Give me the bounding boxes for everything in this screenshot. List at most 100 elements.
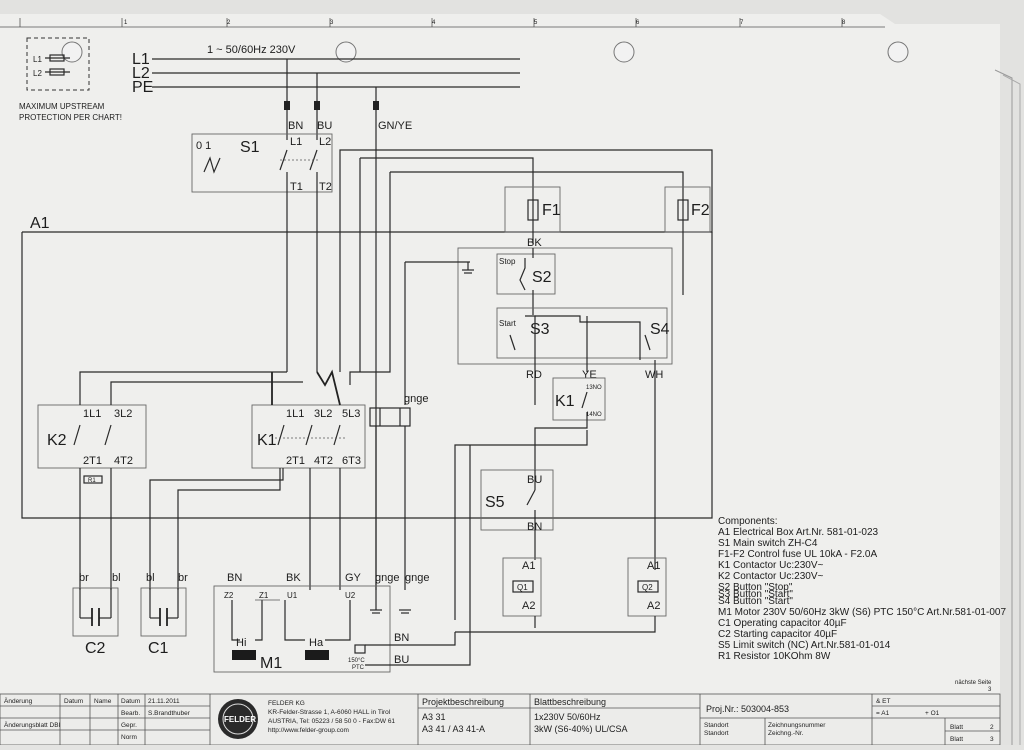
tb-sheet-value: 2 bbox=[990, 724, 994, 731]
wire-ye: YE bbox=[582, 369, 597, 381]
tb-gepr-label: Gepr. bbox=[121, 722, 137, 729]
s4-label: S4 bbox=[650, 321, 670, 338]
q1-label: Q1 bbox=[517, 583, 528, 592]
k1-aux-label: K1 bbox=[555, 393, 575, 410]
f2-fuse-box bbox=[664, 186, 711, 233]
tb-a1: = A1 bbox=[876, 710, 890, 717]
wire-bu: BU bbox=[317, 120, 332, 132]
m1-ha: Ha bbox=[309, 637, 324, 649]
m1-u2: U2 bbox=[345, 591, 356, 600]
m1-hi: Hi bbox=[236, 637, 246, 649]
component-f1f2: F1-F2 Control fuse UL 10kA - F2.0A bbox=[718, 549, 877, 560]
protection-note-2: PROTECTION PER CHART! bbox=[19, 113, 122, 122]
k1-14no: 14NO bbox=[586, 412, 602, 418]
punch-hole bbox=[887, 41, 909, 63]
q2-a2: A2 bbox=[647, 600, 660, 612]
next-page-label: nächste Seite bbox=[955, 680, 992, 686]
q1-a2: A2 bbox=[522, 600, 535, 612]
k2-2t1: 2T1 bbox=[83, 455, 102, 467]
ruler-7: 7 bbox=[740, 20, 744, 26]
wire-gnge-3: gnge bbox=[405, 572, 429, 584]
s1-t1: T1 bbox=[290, 181, 303, 193]
components-title: Components: bbox=[718, 516, 777, 527]
s1-l1: L1 bbox=[290, 136, 302, 148]
component-k2: K2 Contactor Uc:230V~ bbox=[718, 571, 823, 582]
m1-z1: Z1 bbox=[259, 591, 269, 600]
component-m1: M1 Motor 230V 50/60Hz 3kW (S6) PTC 150°C… bbox=[718, 607, 1006, 618]
ruler-5: 5 bbox=[534, 20, 538, 26]
wire-m-gy: GY bbox=[345, 572, 362, 584]
component-s4: S4 Button "Start" bbox=[718, 596, 793, 607]
ruler-3: 3 bbox=[330, 20, 334, 26]
f2-label: F2 bbox=[691, 202, 710, 219]
components-legend: Components: A1 Electrical Box Art.Nr. 58… bbox=[718, 516, 1006, 662]
s3-s4-start-buttons[interactable] bbox=[496, 307, 668, 359]
tb-rev-sheet: Änderungsblatt DBI bbox=[4, 721, 61, 729]
q2-relay bbox=[627, 557, 667, 617]
component-c2: C2 Starting capacitor 40µF bbox=[718, 629, 837, 640]
f1-label: F1 bbox=[542, 202, 561, 219]
wire-gnge-1: gnge bbox=[404, 393, 428, 405]
m1-ptc-temp: 150°C bbox=[348, 658, 365, 664]
s1-t2: T2 bbox=[319, 181, 332, 193]
component-s2: S2 Button "Stop" bbox=[718, 582, 793, 593]
k2-1l1: 1L1 bbox=[83, 408, 101, 420]
k1-label: K1 bbox=[257, 432, 277, 449]
k1-2t1: 2T1 bbox=[286, 455, 305, 467]
protection-note-1: MAXIMUM UPSTREAM bbox=[19, 102, 105, 111]
s3-start-label: Start bbox=[499, 319, 517, 328]
wire-gnye: GN/YE bbox=[378, 120, 412, 132]
tb-sheet-desc-2: 3kW (S6-40%) UL/CSA bbox=[534, 724, 628, 734]
tb-sheets-value: 3 bbox=[990, 736, 994, 743]
wire-rd: RD bbox=[526, 369, 542, 381]
tb-sheets-label: Blatt bbox=[950, 736, 963, 743]
wire-m-bn: BN bbox=[227, 572, 242, 584]
s2-label: S2 bbox=[532, 269, 552, 286]
tb-sheet-head: Blattbeschreibung bbox=[534, 697, 606, 707]
tb-sheet-label: Blatt bbox=[950, 724, 963, 731]
ruler-8: 8 bbox=[842, 20, 846, 26]
s2-stop-label: Stop bbox=[499, 257, 516, 266]
label-l1: L1 bbox=[132, 51, 150, 68]
k2-contactor-box bbox=[37, 404, 147, 469]
punch-hole bbox=[613, 41, 635, 63]
tb-bearb-label: Bearb. bbox=[121, 710, 140, 717]
s1-main-switch-box bbox=[191, 133, 333, 193]
next-page-number: 3 bbox=[988, 687, 992, 693]
component-c1: C1 Operating capacitor 40µF bbox=[718, 618, 847, 629]
tb-project-2: A3 41 / A3 41-A bbox=[422, 724, 485, 734]
k1-1l1: 1L1 bbox=[286, 408, 304, 420]
component-s3: S3 Button "Start" bbox=[718, 589, 793, 600]
tb-norm-label: Norm bbox=[121, 734, 137, 741]
wire-m-bk: BK bbox=[286, 572, 301, 584]
s2-stop-button[interactable] bbox=[496, 253, 556, 295]
s5-label: S5 bbox=[485, 494, 505, 511]
s1-positions: 0 1 bbox=[196, 140, 211, 152]
s1-l2: L2 bbox=[319, 136, 331, 148]
key-l1: L1 bbox=[33, 55, 42, 64]
tb-rev-name: Name bbox=[94, 698, 112, 705]
tb-project-head: Projektbeschreibung bbox=[422, 697, 504, 707]
wire-m-out-bu: BU bbox=[394, 654, 409, 666]
s5-limit-switch[interactable] bbox=[480, 469, 554, 531]
tb-rev-date: Datum bbox=[64, 698, 83, 705]
tb-project-number: Proj.Nr.: 503004-853 bbox=[706, 704, 789, 714]
column-ruler: 1 2 3 4 5 6 7 8 bbox=[0, 18, 885, 28]
tb-sheet-desc-1: 1x230V 50/60Hz bbox=[534, 712, 601, 722]
c2-capacitor-box bbox=[72, 587, 119, 637]
k1-5l3: 5L3 bbox=[342, 408, 360, 420]
component-a1: A1 Electrical Box Art.Nr. 581-01-023 bbox=[718, 527, 879, 538]
k1-6t3: 6T3 bbox=[342, 455, 361, 467]
wire-wh: WH bbox=[645, 369, 663, 381]
m1-u1: U1 bbox=[287, 591, 298, 600]
wire-bl-1: bl bbox=[112, 572, 121, 584]
m1-label: M1 bbox=[260, 655, 282, 672]
q2-a1: A1 bbox=[647, 560, 660, 572]
component-s5: S5 Limit switch (NC) Art.Nr.581-01-014 bbox=[718, 640, 891, 651]
tb-website: http://www.felder-group.com bbox=[268, 727, 349, 734]
tb-datum-label: Datum bbox=[121, 698, 140, 705]
component-k1: K1 Contactor Uc:230V~ bbox=[718, 560, 823, 571]
tb-drawing-number: Zeichnungsnummer bbox=[768, 722, 826, 729]
k2-4t2: 4T2 bbox=[114, 455, 133, 467]
